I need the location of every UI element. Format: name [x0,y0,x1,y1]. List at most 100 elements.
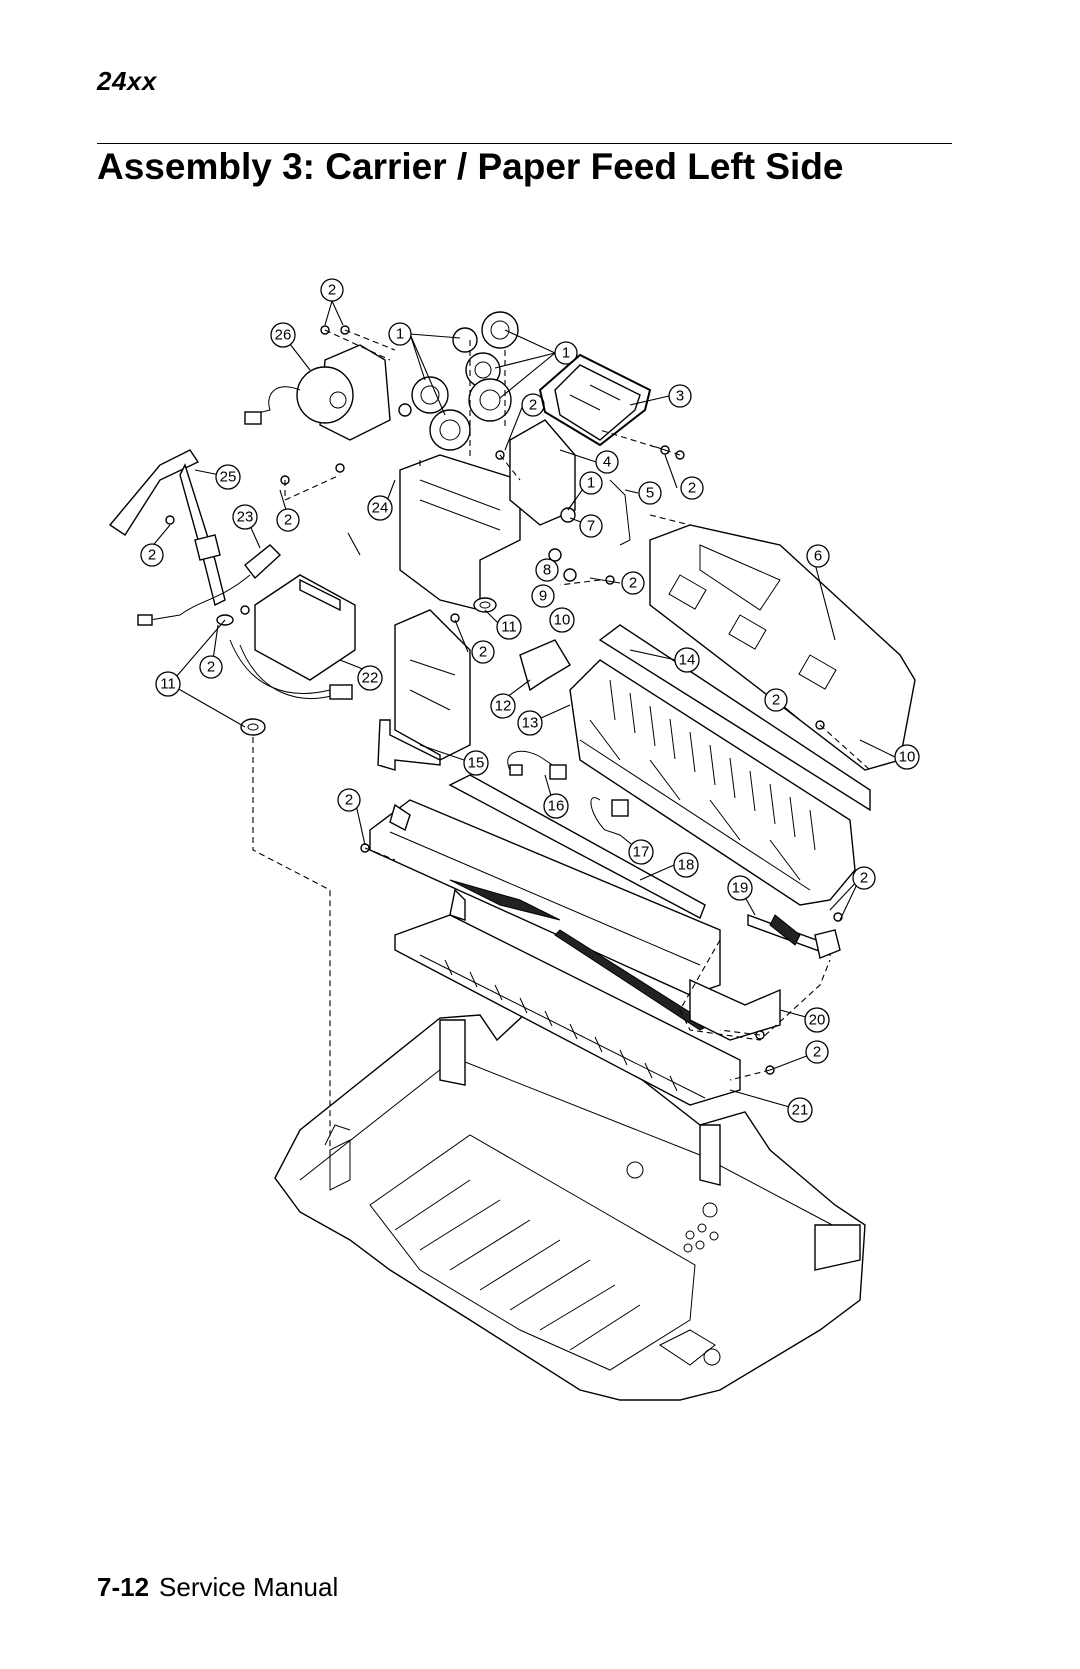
callout-label: 2 [772,692,780,709]
callout-10-upper: 10 [549,607,575,633]
callout-14: 14 [674,647,700,673]
callout-2-motor: 2 [276,508,300,532]
callout-3: 3 [668,384,692,408]
title-rule [97,143,952,144]
callout-label: 16 [548,798,565,815]
callout-label: 2 [328,282,336,299]
callout-2-gear: 2 [621,571,645,595]
callout-9: 9 [531,584,555,608]
part-3-frame [538,353,652,447]
left-side-frame [377,609,471,771]
callout-22: 22 [357,665,383,691]
callout-25: 25 [215,464,241,490]
callout-2-frame: 2 [471,640,495,664]
callout-label: 2 [813,1044,821,1061]
callout-label: 13 [522,715,539,732]
callout-label: 6 [814,548,822,565]
callout-12: 12 [490,693,516,719]
callout-label: 2 [688,480,696,497]
motor-assembly [244,344,391,441]
callout-17: 17 [628,839,654,865]
callout-2-spring: 2 [852,866,876,890]
side-plate [649,524,916,771]
callout-2-right: 2 [680,476,704,500]
callout-label: 2 [207,659,215,676]
callout-label: 17 [633,844,650,861]
callout-2-rail: 2 [337,788,361,812]
callout-label: 1 [396,326,404,343]
sensor-switch [137,544,282,626]
page-number: 7-12 [97,1572,150,1602]
callout-2-carrier: 2 [199,655,223,679]
callout-6: 6 [806,544,830,568]
callout-1-left: 1 [388,322,412,346]
callout-label: 11 [501,619,517,636]
callout-label: 15 [468,755,485,772]
callout-label: 2 [529,397,537,414]
callout-7: 7 [579,514,603,538]
callout-label: 2 [479,644,487,661]
callout-2-top: 2 [320,278,344,302]
callout-2-bottom: 2 [805,1040,829,1064]
callout-15: 15 [463,750,489,776]
callout-2-mid: 2 [521,393,545,417]
upper-frame [399,419,576,611]
callout-label: 2 [345,792,353,809]
callout-label: 1 [562,345,570,362]
callout-label: 3 [676,388,684,405]
callout-8: 8 [535,558,559,582]
callout-label: 20 [809,1012,826,1029]
callout-label: 2 [629,575,637,592]
callout-13: 13 [517,710,543,736]
callout-label: 11 [160,676,176,693]
feed-lever [519,639,571,692]
callout-label: 8 [543,562,551,579]
callout-11-right: 11 [496,614,522,640]
cutter-assembly-3 [554,364,641,441]
callout-23: 23 [232,504,258,530]
base-frame [274,999,866,1401]
callout-10-lower: 10 [894,744,920,770]
callout-label: 2 [860,870,868,887]
header-code: 24xx [97,66,157,96]
callout-label: 1 [587,475,595,492]
callout-18: 18 [673,852,699,878]
callout-21: 21 [787,1097,813,1123]
gear-cluster [398,311,519,451]
callout-label: 18 [678,857,695,874]
callout-label: 10 [554,612,571,629]
alignment-lines [252,329,871,1160]
callout-1-right: 1 [554,341,578,365]
callout-label: 4 [603,454,611,471]
callout-26: 26 [270,322,296,348]
exploded-parts-diagram: 2 1 1 26 3 2 4 25 1 5 2 24 23 2 7 2 6 8 … [108,278,920,1401]
callout-20: 20 [804,1007,830,1033]
callout-1-small: 1 [579,471,603,495]
paper-guide [394,888,741,1106]
callout-label: 2 [148,547,156,564]
spring-assembly [747,913,841,959]
callout-label: 14 [679,652,696,669]
callout-16: 16 [543,793,569,819]
page-footer: 7-12 Service Manual [97,1572,338,1603]
callout-19: 19 [727,875,753,901]
callout-label: 10 [899,749,916,766]
callout-5: 5 [638,481,662,505]
release-lever [108,449,226,607]
callout-label: 9 [539,588,547,605]
callout-label: 23 [237,509,254,526]
callout-label: 24 [372,500,389,517]
manual-name: Service Manual [159,1572,339,1602]
callout-4: 4 [595,450,619,474]
page-title: Assembly 3: Carrier / Paper Feed Left Si… [97,146,844,187]
callout-label: 25 [220,469,237,486]
callout-2-lever: 2 [140,543,164,567]
screws [165,325,843,1075]
callout-11-left: 11 [155,671,181,697]
callout-label: 26 [275,327,292,344]
front-rail [369,774,721,1031]
callout-label: 5 [646,485,654,502]
cables [507,750,629,836]
bracket-20 [689,978,781,1041]
callout-label: 19 [732,880,749,897]
